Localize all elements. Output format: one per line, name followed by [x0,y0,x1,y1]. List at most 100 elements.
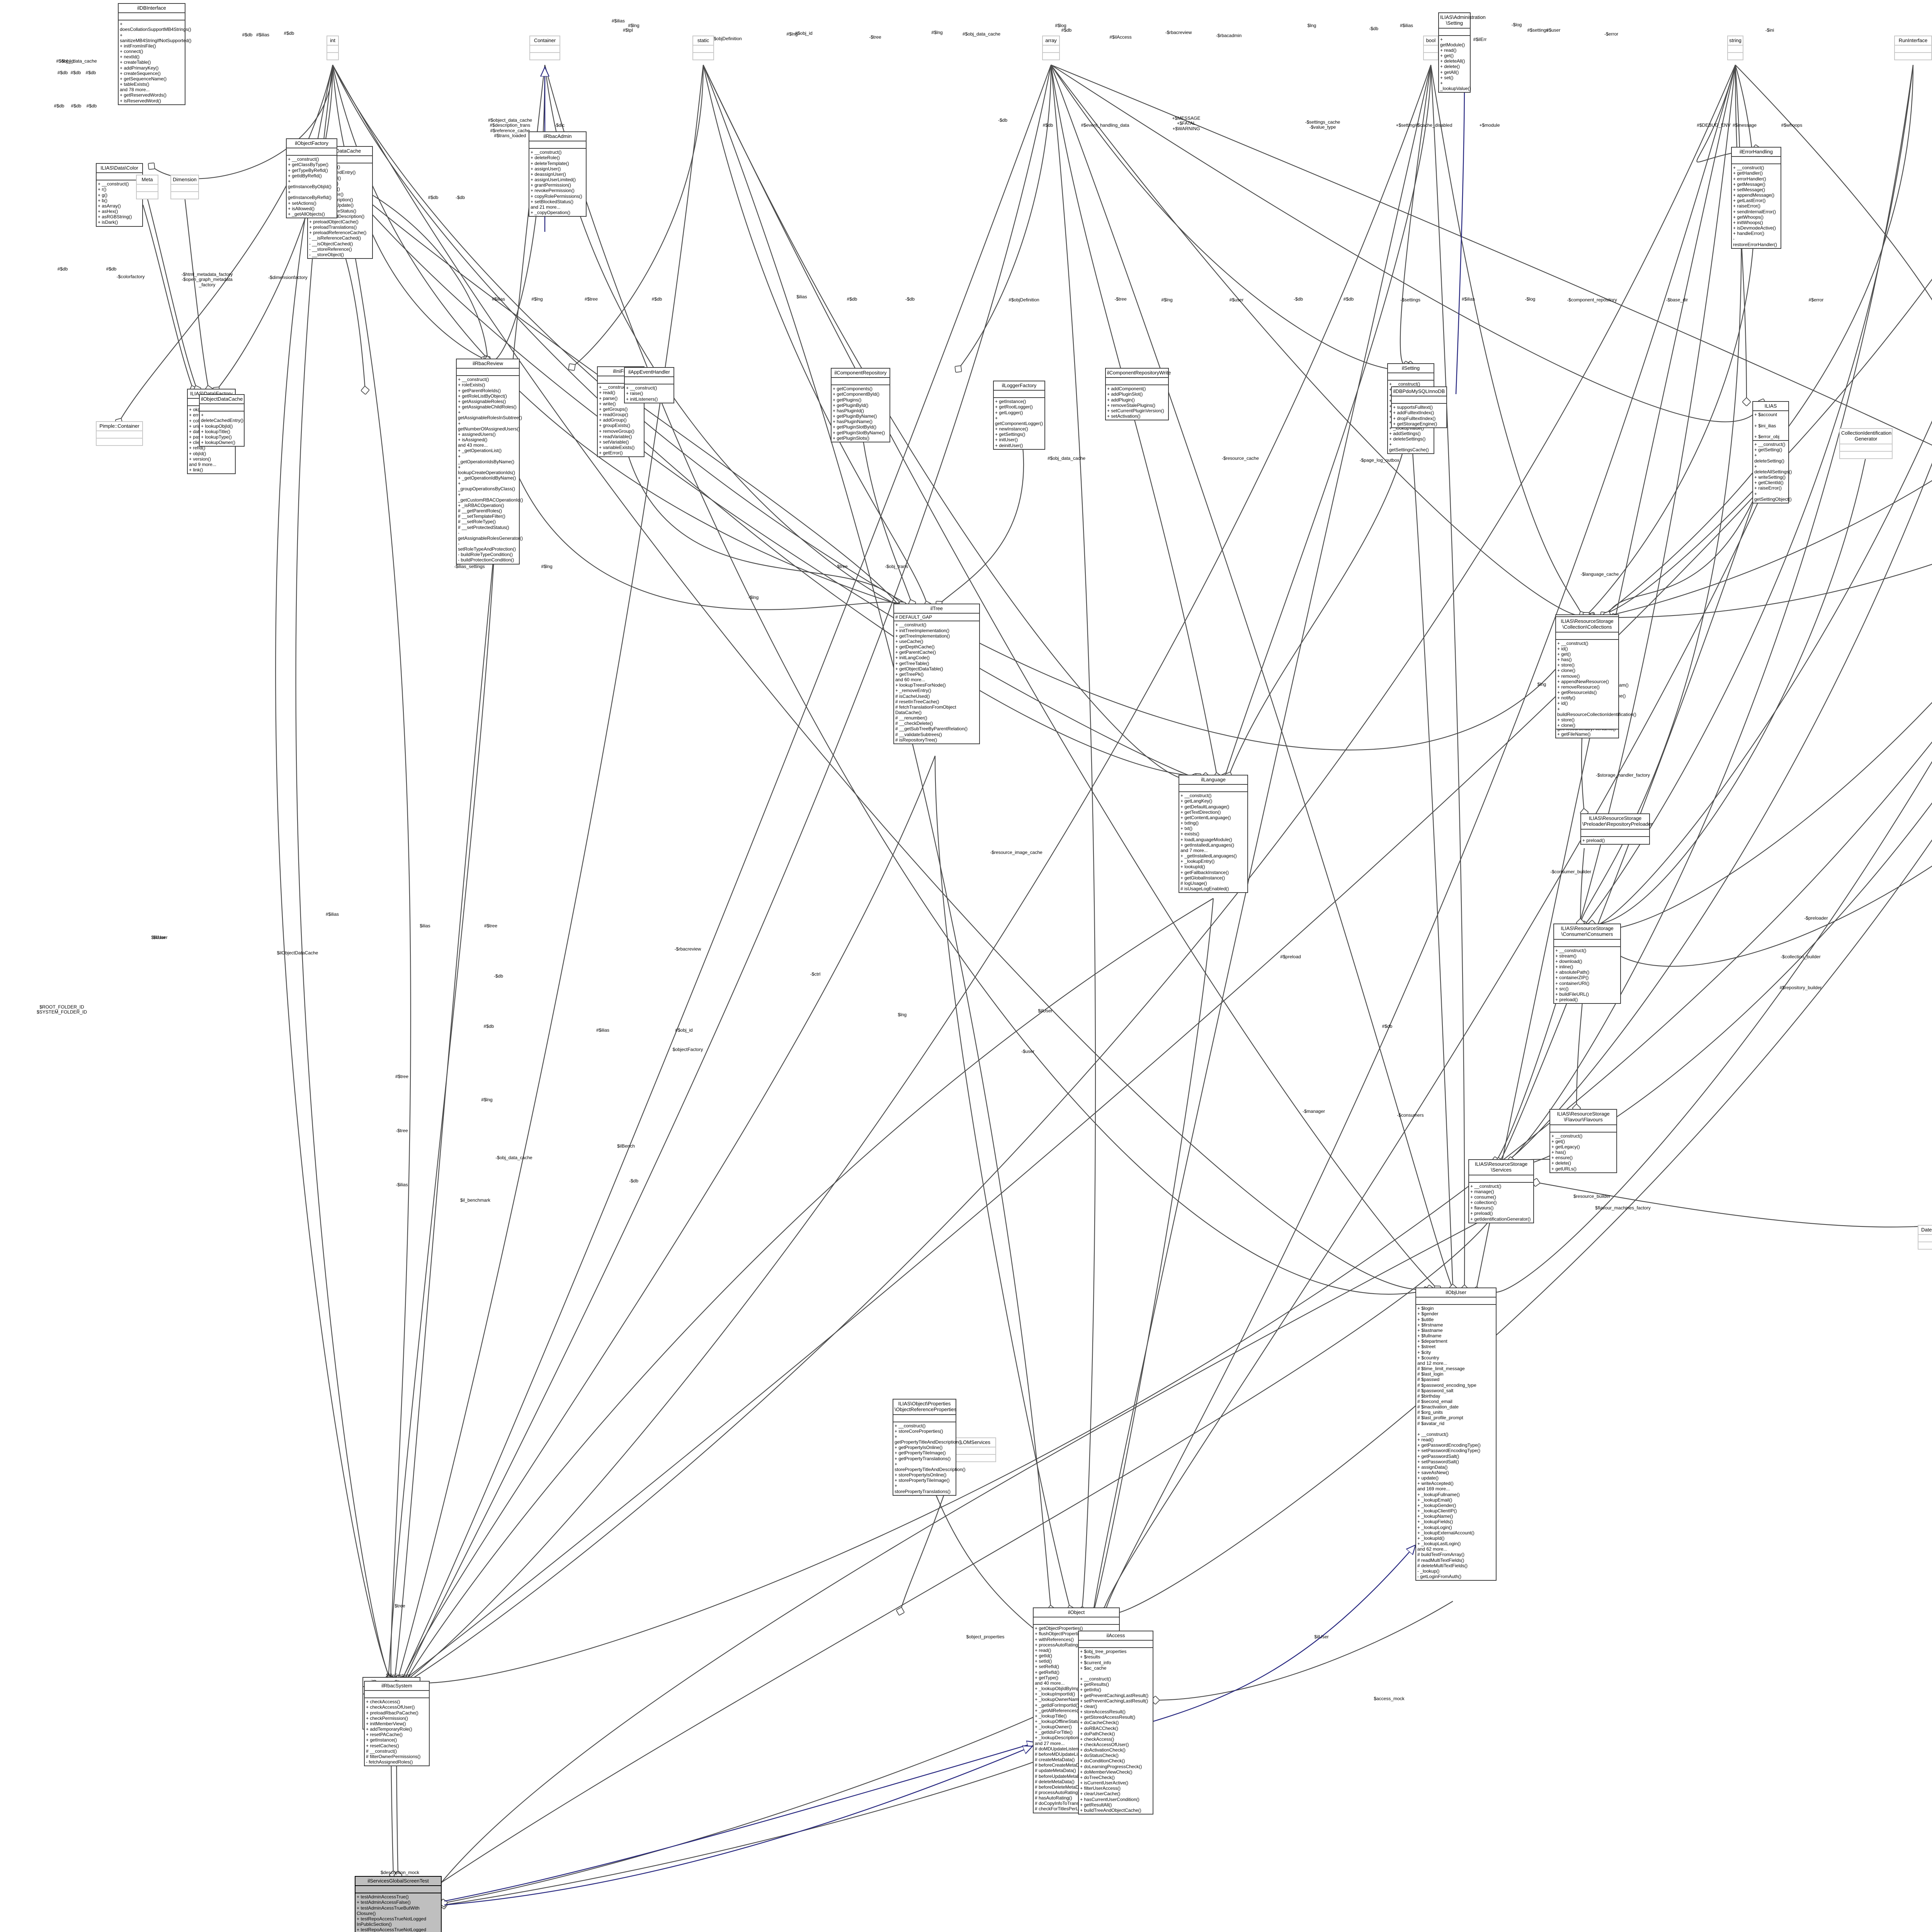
uml-class-attributes [171,185,198,192]
edge-label: #$lng [541,564,553,569]
uml-class-array[interactable]: array [1042,36,1060,61]
uml-class-operations [327,53,338,60]
uml-class-title: string [1728,36,1743,46]
uml-class-operations: + __construct() + getSetting() + deleteS… [1754,442,1792,502]
edge-label: #$ilias [492,296,505,302]
uml-class-title: ilObjectFactory [287,139,337,149]
uml-class-ilTree[interactable]: ilTree# DEFAULT_GAP+ __construct() + ini… [893,604,980,744]
uml-class-title: ilRbacSystem [365,1682,429,1691]
uml-class-ilTemplate[interactable]: ilComponentRepository+ getComponents() +… [831,368,890,442]
edge-label: -$consumer_builder [1550,869,1592,874]
uml-class-title: ilObject [1034,1608,1119,1618]
uml-class-ilObjectDataCache2[interactable]: ilObjectDataCache+ deleteCachedEntry() +… [199,394,245,447]
edge-label: #$db [71,103,82,109]
edge-label: #$db [85,70,96,75]
uml-class-title: CollectionIdentification Generator [1840,429,1892,444]
edge-label: #$repository_builder [1779,985,1822,990]
edge-label: -$log [1525,296,1536,302]
uml-class-Meta[interactable]: Meta [136,175,158,200]
edge-label: -$error [1604,31,1619,37]
edge-label: -$log [1511,22,1522,27]
uml-class-operations [1043,53,1059,60]
uml-class-operations [693,53,713,60]
uml-class-operations: + __construct() + r() + g() + b() + asAr… [98,181,132,225]
uml-class-ILIAS[interactable]: ILIAS+ $account + $ini_ilias + $error_ob… [1752,401,1792,503]
uml-class-operations: + __construct() + initTreeImplementation… [895,622,968,743]
uml-class-ilResourceStorageStakeholder[interactable]: ILIAS\ResourceStorage \Consumer\Consumer… [1553,923,1621,1004]
uml-class-title: ilServicesGlobalScreenTest [355,1877,441,1886]
uml-class-static[interactable]: static [692,36,714,61]
uml-class-ilKioskModeService[interactable]: LOMServices [954,1437,996,1463]
uml-class-CollectionIdentificationGenerator[interactable]: CollectionIdentification Generator [1839,428,1893,459]
uml-class-operations: + __construct() + read() + parse() + wri… [599,384,635,456]
uml-class-operations: + __construct() + raise() + initListener… [626,385,658,402]
uml-class-ilResourceStorageCollections[interactable]: ILIAS\ResourceStorage \Collection\Collec… [1555,616,1636,730]
edge-label: #$lng [481,1097,493,1102]
uml-class-ILIAS_Data_Color[interactable]: ILIAS\Data\Color+ __construct() + r() + … [96,163,143,227]
edge-label: #$lng [531,296,543,302]
edge-label: -$obj_data_cache [495,1155,532,1160]
uml-class-ilLoggingDBSettings[interactable]: ILIAS\ResourceStorage \Preloader\Reposit… [1580,813,1653,845]
edge-label: #$obj_id [56,58,74,64]
edge-label: #$tree [395,1074,409,1079]
edge-label: #$db [428,195,439,200]
uml-class-ilRbacAdmin[interactable]: ilRbacAdmin+ __construct() + deleteRole(… [529,131,587,217]
uml-class-ILIAS_Administration_Setting[interactable]: ILIAS\Administration \Setting+ getModule… [1438,12,1486,93]
edge-label: -$rbacadmin [1216,33,1242,38]
uml-class-RunInterface[interactable]: RunInterface [1894,36,1932,61]
uml-class-operations: + __construct() + getClassByType() + get… [288,156,332,217]
uml-class-Container[interactable]: Container [529,36,560,61]
uml-class-title: LOMServices [955,1438,995,1448]
edge-label: #$obj_id [675,1027,693,1033]
uml-class-Pimple_Container[interactable]: Pimple::Container [96,421,143,446]
edge-label: $lng [1537,682,1546,687]
edge-label: $object_properties [966,1634,1005,1639]
uml-class-ilObjectProperties[interactable]: ILIAS\Object\Properties \ObjectReference… [893,1399,966,1496]
uml-class-operations: + $login + $gender + $utitle + $firstnam… [1417,1306,1481,1579]
uml-class-attributes [832,378,889,386]
uml-class-DateFormatFactory[interactable]: DateFormatFactory [1918,1225,1932,1250]
edge-label: -$ini [1765,27,1774,33]
uml-class-attributes [1550,1125,1616,1133]
uml-class-ilResourceStorageFlavours[interactable]: ILIAS\ResourceStorage \Flavour\Flavours+… [1549,1109,1617,1173]
uml-class-ilObjectFactory[interactable]: ilObjectFactory + __construct() + getClas… [286,138,337,219]
uml-class-ilRbacReview[interactable]: ilRbacReview+ __construct() + roleExists… [456,359,523,565]
uml-class-ilAppEventHandler[interactable]: ilAppEventHandler+ __construct() + raise… [624,367,674,403]
uml-class-attributes [1840,444,1892,452]
edge-label: $lng [898,1012,907,1017]
uml-class-title: Meta [137,175,158,185]
uml-class-operations: + __construct() + stream() + download() … [1555,947,1590,1003]
uml-class-ilResourceStorageServices[interactable]: ILIAS\ResourceStorage \Services + __const… [1468,1159,1534,1223]
uml-class-attributes [1424,46,1438,53]
uml-class-attributes [137,185,158,192]
uml-class-title: ilAccess [1079,1631,1153,1641]
uml-class-ilLanguage[interactable]: ilLanguage+ __construct() + getLangKey()… [1179,775,1248,893]
uml-class-operations: + __construct() + manage() + consume() +… [1470,1183,1531,1222]
uml-class-attributes [1439,29,1470,36]
uml-class-bool[interactable]: bool [1423,36,1439,61]
uml-class-ilObjUser[interactable]: ilObjUser+ $login + $gender + $utitle + … [1415,1287,1497,1581]
uml-class-attributes [1732,157,1781,165]
edge-label: -$settings [1400,297,1421,303]
uml-class-ilRbacSystem[interactable]: ilRbacSystem+ checkAccess() + checkAcces… [364,1681,430,1767]
uml-class-ilDBPdoMySQLLegacy[interactable]: ilDBPdoMySQLInnoDB+ supportsFulltext() +… [1391,386,1447,428]
uml-class-operations: + supportsFulltext() + addFulltextIndex(… [1393,405,1437,427]
uml-class-operations: + getComponents() + getComponentById() +… [833,386,885,441]
uml-class-int[interactable]: int [327,36,339,61]
uml-class-title: ILIAS\ResourceStorage \Services [1469,1160,1533,1175]
uml-class-operations: + __construct() + id() + get() + has() +… [1557,640,1636,728]
uml-class-ilServicesGlobalScreenTest[interactable]: ilServicesGlobalScreenTest+ testAdminAcc… [355,1876,442,1932]
uml-class-string[interactable]: string [1727,36,1743,61]
uml-class-Dimension[interactable]: Dimension [170,175,199,200]
edge-label: -$db [1293,296,1303,302]
uml-class-ilIniFile2[interactable]: ilComponentRepositoryWrite+ addComponent… [1105,368,1171,421]
edge-label: $description_mock [380,1870,420,1875]
uml-class-title: ilLanguage [1179,776,1247,785]
edge-label: +$MESSAGE +$FATAL +$WARNING [1172,116,1201,131]
uml-class-ilAccess[interactable]: ilAccess+ $obj_tree_properties + $result… [1078,1631,1153,1815]
edge-label: -$html_metadata_factory -$open_graph_met… [181,272,233,287]
uml-class-ilDBInterface[interactable]: ilDBInterface+ doesCollationSupportMB4St… [118,3,191,105]
uml-class-ilObjUserTracking[interactable]: ilLoggerFactory+ getInstance() + getRoot… [993,381,1045,450]
uml-class-ilErrorHandling[interactable]: ilErrorHandling+ __construct() + getHand… [1731,147,1781,249]
